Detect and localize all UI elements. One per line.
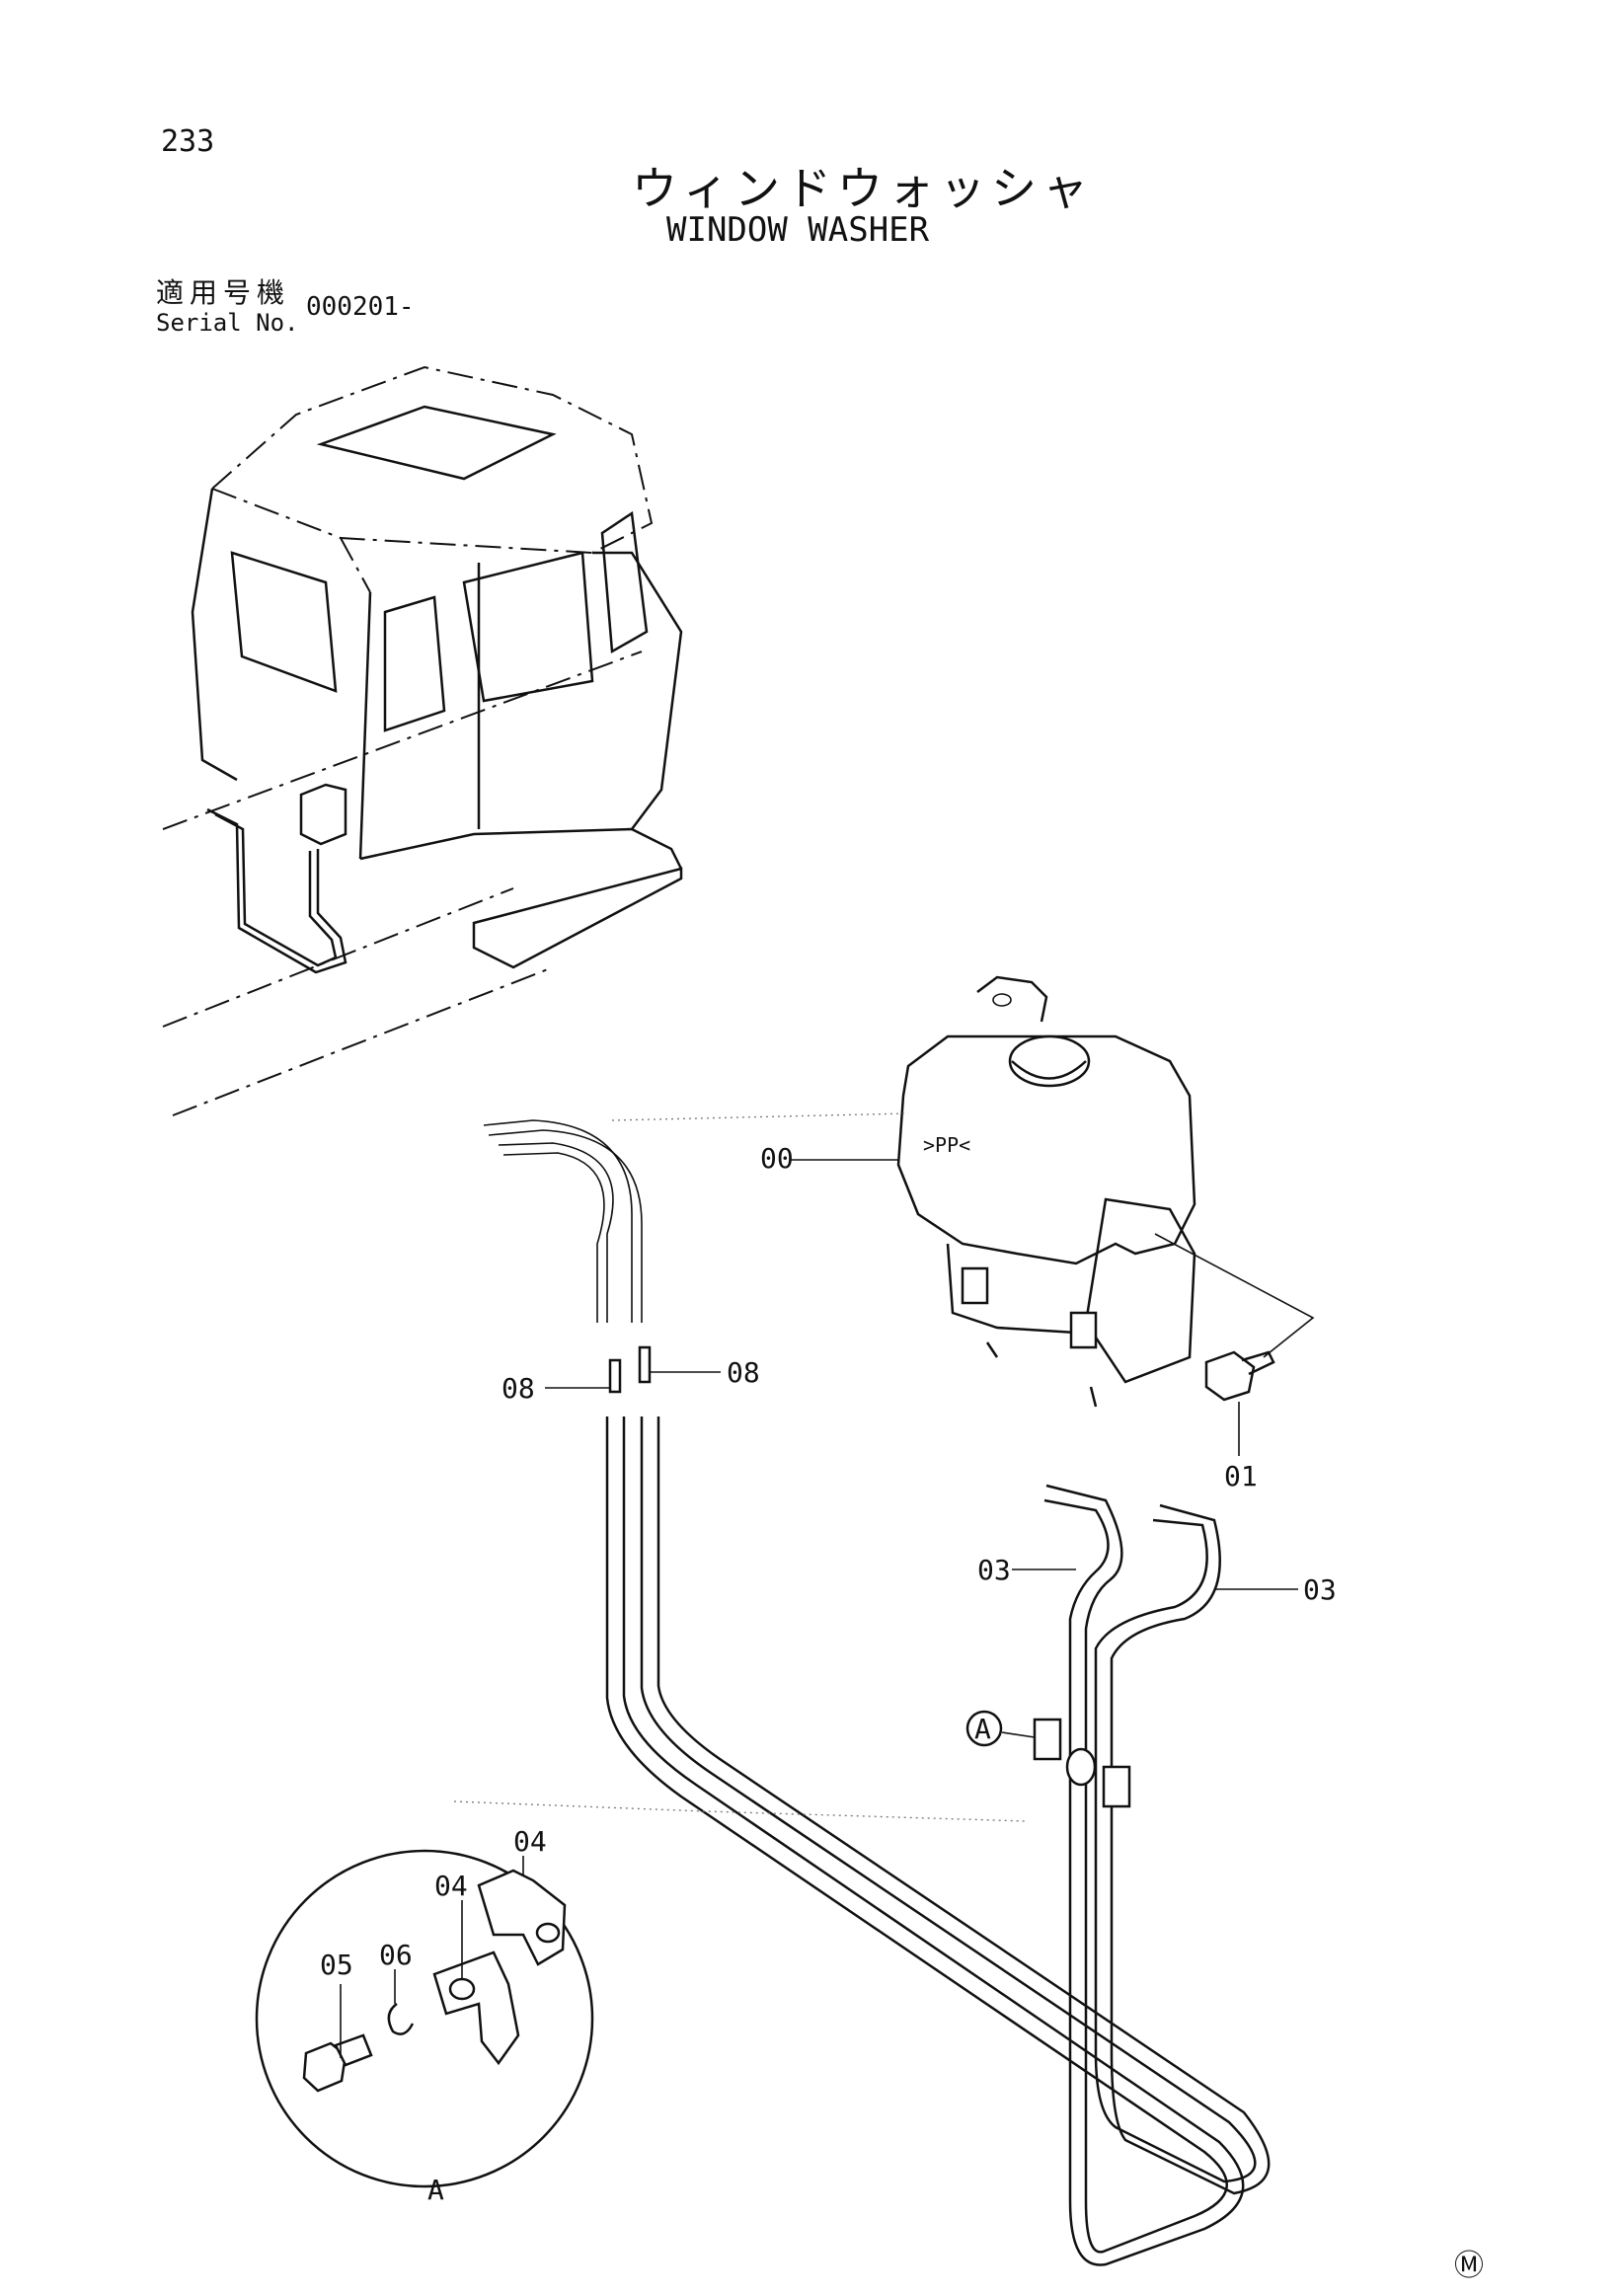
callout-hose-right: 03 — [1303, 1573, 1337, 1606]
detail-ref-bubble — [965, 1710, 1003, 1747]
detail-view-a — [255, 1849, 594, 2188]
serial-label-english: Serial No. — [156, 309, 299, 337]
page-number: 233 — [161, 124, 215, 159]
cab-illustration — [162, 365, 683, 1116]
callout-tank: 00 — [760, 1142, 794, 1175]
callout-detail-ref: A — [974, 1713, 991, 1745]
mark-symbol: Ⓜ — [1454, 2249, 1484, 2283]
serial-label-japanese: 適用号機 — [156, 276, 291, 309]
serial-number-value: 000201- — [306, 292, 415, 322]
leader-lines — [340, 1159, 1298, 2058]
callout-joint-right: 08 — [727, 1356, 760, 1389]
callout-clamp-upper: 04 — [513, 1825, 547, 1858]
callout-clamp-lower: 04 — [434, 1870, 468, 1902]
title-english: WINDOW WASHER — [666, 210, 930, 250]
callout-bolt-small: 05 — [320, 1949, 353, 1981]
hoses — [483, 1119, 1271, 2266]
callout-washer: 06 — [379, 1939, 413, 1971]
callout-hose-left: 03 — [977, 1554, 1011, 1586]
callout-bolt: 01 — [1224, 1460, 1258, 1492]
callout-detail-label: A — [427, 2174, 444, 2206]
washer-tank: >PP< — [896, 975, 1315, 1408]
callout-joint-left: 08 — [501, 1372, 535, 1405]
svg-text:>PP<: >PP< — [923, 1133, 970, 1157]
title-japanese: ウィンドウォッシャ — [632, 162, 1094, 215]
